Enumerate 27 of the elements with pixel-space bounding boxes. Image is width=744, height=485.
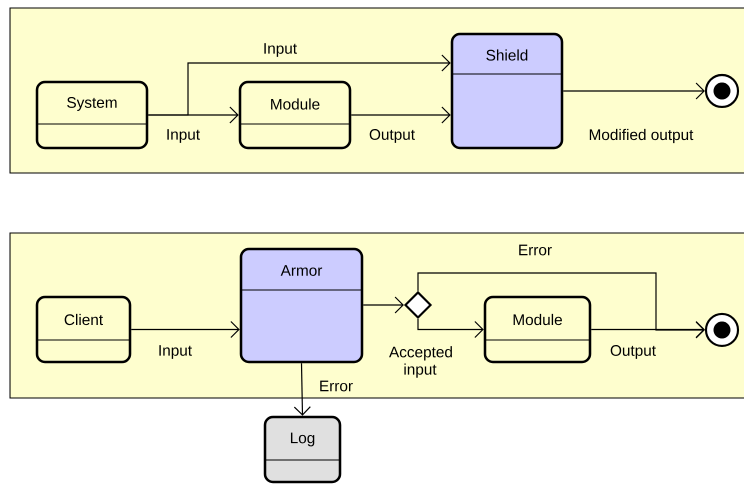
state-box: Shield bbox=[450, 32, 564, 150]
state-box: Armor bbox=[240, 248, 364, 364]
arrow bbox=[417, 272, 705, 338]
arrow bbox=[131, 321, 240, 338]
edge-label: Input bbox=[156, 344, 194, 360]
end-state bbox=[704, 74, 740, 108]
state-box: Log bbox=[264, 416, 342, 484]
edge-label: Error bbox=[516, 243, 554, 257]
state-box: System bbox=[36, 80, 148, 150]
arrow bbox=[294, 363, 311, 416]
state-box: Client bbox=[36, 296, 132, 364]
edge-label: Output bbox=[368, 128, 416, 144]
arrow bbox=[563, 82, 705, 100]
state-box: Module bbox=[484, 296, 592, 364]
arrow bbox=[417, 319, 484, 338]
edge-label: Input bbox=[262, 42, 298, 58]
arrow bbox=[591, 321, 705, 338]
edge-label: Accepted input bbox=[388, 344, 452, 380]
arrow bbox=[148, 106, 239, 124]
state-box: Module bbox=[238, 80, 352, 150]
edge-label: Error bbox=[318, 379, 354, 393]
edge-label: Input bbox=[164, 128, 202, 144]
end-state bbox=[704, 312, 740, 348]
arrow bbox=[351, 106, 451, 124]
arrow bbox=[363, 296, 404, 314]
edge-label: Modified output bbox=[587, 128, 695, 144]
edge-label: Output bbox=[608, 344, 658, 360]
